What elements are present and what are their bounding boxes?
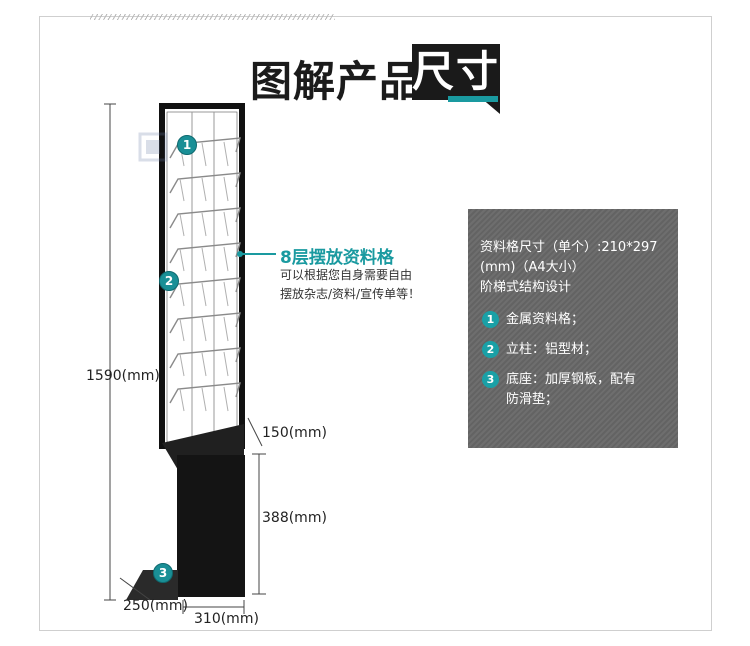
stand-base xyxy=(177,455,245,597)
badge-2: 2 xyxy=(159,271,179,291)
badge-1: 1 xyxy=(177,135,197,155)
wire-tier-rod xyxy=(179,318,185,342)
wire-tier xyxy=(169,172,241,194)
wire-tier xyxy=(169,242,241,264)
wire-tier-rod xyxy=(223,246,229,272)
wire-tier-rod xyxy=(223,386,229,412)
callout-dot xyxy=(237,251,243,257)
dim-base-height: 388(mm) xyxy=(262,510,327,526)
wire-tier-rod xyxy=(179,388,185,412)
dimension-lines xyxy=(104,103,266,614)
spec-item-text: 立柱：铝型材； xyxy=(506,342,598,357)
decorative-hatch xyxy=(90,14,335,20)
wire-tier-rod xyxy=(201,142,207,167)
wire-tier-rod xyxy=(201,282,207,307)
dim-slant: 150(mm) xyxy=(262,425,327,441)
title-left-text: 图解产品 xyxy=(250,57,423,106)
spec-line-3: 阶梯式结构设计 xyxy=(480,280,572,295)
wire-tier-rod xyxy=(223,211,229,237)
spec-panel: 资料格尺寸（单个）:210*297 (mm)（A4大小） 阶梯式结构设计 1 金… xyxy=(468,209,678,448)
wire-tier-rod xyxy=(179,213,185,237)
wire-tier xyxy=(169,382,241,404)
title-highlight-box: 尺寸 xyxy=(412,44,500,100)
wire-tier-rod xyxy=(223,351,229,377)
spec-badge-3: 3 xyxy=(482,371,499,388)
spec-item-1: 1 金属资料格； xyxy=(480,310,666,330)
wire-tier xyxy=(169,347,241,369)
spec-item-2: 2 立柱：铝型材； xyxy=(480,340,666,360)
wire-tier-rod xyxy=(201,387,207,412)
wire-tier-rod xyxy=(223,141,229,167)
spec-line-2: (mm)（A4大小） xyxy=(480,260,585,275)
wire-tier xyxy=(169,277,241,299)
callout-line-1: 可以根据您自身需要自由 xyxy=(280,268,413,282)
wire-tier-rod xyxy=(201,352,207,377)
dim-height: 1590(mm) xyxy=(86,368,160,384)
wire-tier-rod xyxy=(201,247,207,272)
spec-item-text: 金属资料格； xyxy=(506,312,585,327)
dim-width: 310(mm) xyxy=(194,611,259,627)
spec-badge-2: 2 xyxy=(482,341,499,358)
wire-tier xyxy=(169,312,241,334)
wire-tier-rod xyxy=(179,283,185,307)
wire-tier-rod xyxy=(223,316,229,342)
spec-badge-1: 1 xyxy=(482,311,499,328)
wire-tier-rod xyxy=(179,353,185,377)
spec-item-text-2: 防滑垫； xyxy=(506,392,559,407)
wire-tier xyxy=(169,137,241,159)
callout-text: 可以根据您自身需要自由 摆放杂志/资料/宣传单等！ xyxy=(280,266,470,304)
wire-tier-rod xyxy=(201,212,207,237)
callout-title: 8层摆放资料格 xyxy=(280,248,394,268)
dim-depth: 250(mm) xyxy=(123,598,188,614)
spec-line-1: 资料格尺寸（单个）:210*297 xyxy=(480,240,658,255)
wire-tier-rod xyxy=(201,317,207,342)
wire-tier-rod xyxy=(223,281,229,307)
title-accent-bar xyxy=(448,96,498,102)
spec-list: 1 金属资料格； 2 立柱：铝型材； 3 底座：加厚钢板，配有 防滑垫； xyxy=(480,310,666,410)
callout-line-2: 摆放杂志/资料/宣传单等！ xyxy=(280,287,421,301)
wire-tier-rod xyxy=(179,178,185,202)
wire-tier xyxy=(169,207,241,229)
wire-tier-rod xyxy=(223,176,229,202)
wire-tier-rod xyxy=(179,248,185,272)
badge-3: 3 xyxy=(153,563,173,583)
watermark-logo xyxy=(138,132,168,162)
wire-tier-rod xyxy=(201,177,207,202)
spec-item-3: 3 底座：加厚钢板，配有 防滑垫； xyxy=(480,370,666,410)
spec-item-text: 底座：加厚钢板，配有 xyxy=(506,372,637,387)
